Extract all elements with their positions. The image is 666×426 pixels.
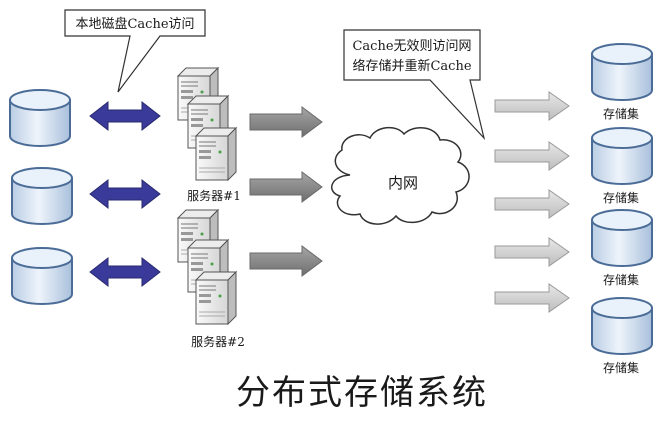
disk-icon (11, 247, 73, 305)
diagram-title: 分布式存储系统 (236, 373, 488, 413)
callout-invalid-cache-line1: Cache无效则访问网 (352, 39, 471, 54)
storage-set-label: 存储集 (603, 360, 639, 375)
arrow-right (494, 237, 570, 267)
server-group-2: 服务器#2 (177, 209, 245, 349)
arrow-right (494, 91, 570, 121)
storage-set-3: 存储集 (591, 209, 653, 287)
disk-icon (591, 43, 653, 101)
disk-icon (9, 89, 71, 147)
arrow-right (494, 141, 570, 171)
disk-icon (591, 297, 653, 355)
storage-set-1: 存储集 (591, 43, 653, 121)
storage-set-4: 存储集 (591, 297, 653, 375)
bidirectional-arrow (89, 257, 161, 287)
storage-set-label: 存储集 (603, 106, 639, 121)
server-group-1: 服务器#1 (177, 67, 241, 203)
callout-invalid-cache: Cache无效则访问网 络存储并重新Cache (343, 29, 486, 141)
bidirectional-arrow (89, 101, 161, 131)
arrow-right (249, 171, 323, 203)
arrow-right (494, 283, 570, 313)
callout-local-cache-text: 本地磁盘Cache访问 (75, 16, 194, 32)
arrow-right (494, 189, 570, 219)
storage-set-2: 存储集 (591, 127, 653, 205)
callout-invalid-cache-line2: 络存储并重新Cache (352, 58, 471, 74)
server-label-2: 服务器#2 (191, 334, 245, 349)
disk-icon (11, 167, 73, 225)
callout-local-cache: 本地磁盘Cache访问 (64, 9, 206, 93)
server-label-1: 服务器#1 (187, 188, 241, 203)
storage-set-label: 存储集 (603, 272, 639, 287)
bidirectional-arrow (89, 179, 161, 209)
arrow-right (249, 245, 323, 277)
server-icon (195, 271, 237, 325)
storage-set-label: 存储集 (603, 190, 639, 205)
cloud-icon: 内网 (330, 126, 470, 225)
server-icon (195, 127, 237, 181)
disk-icon (591, 127, 653, 185)
disk-icon (591, 209, 653, 267)
network-label: 内网 (388, 174, 418, 192)
arrow-right (249, 106, 323, 138)
